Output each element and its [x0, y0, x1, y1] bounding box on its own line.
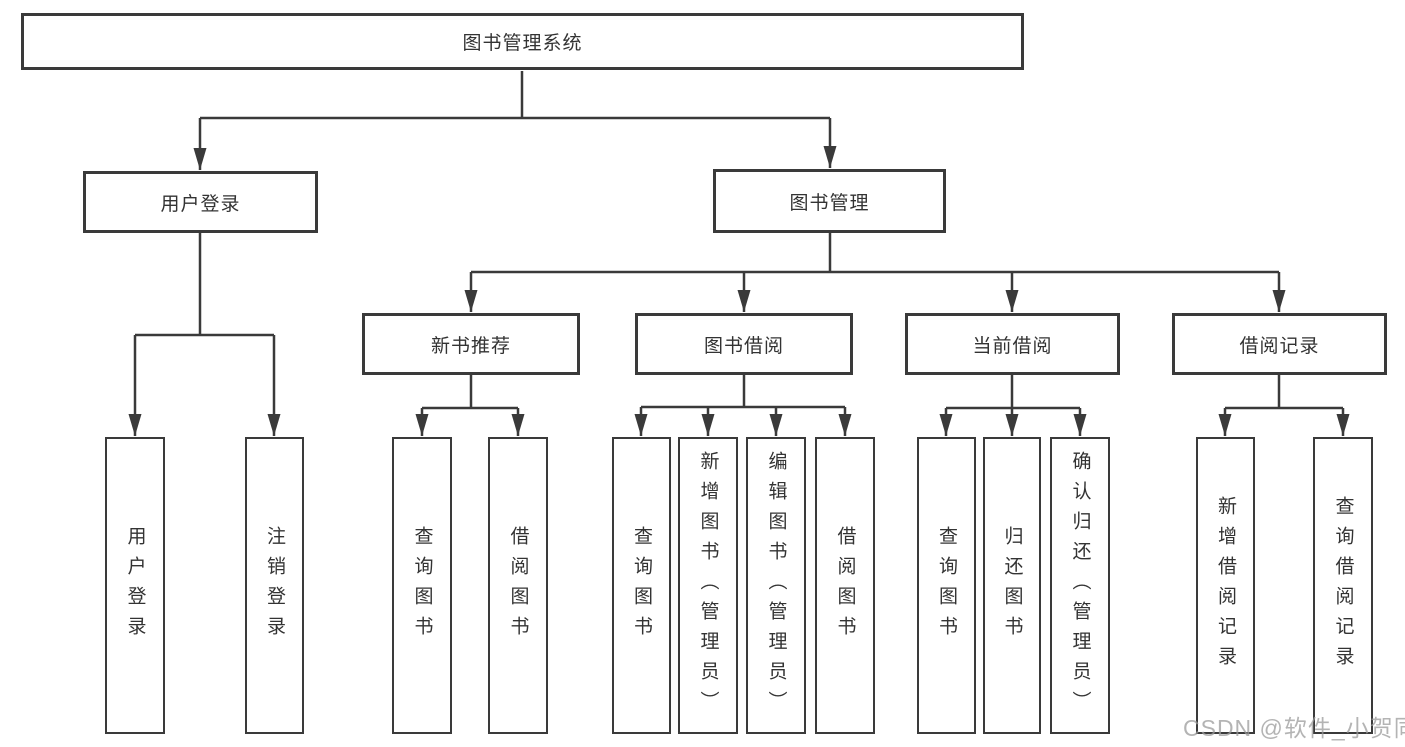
node-leaf-return-books: 归还图书: [983, 437, 1041, 734]
node-label: 用户登录: [160, 193, 241, 215]
node-label: 查询图书: [411, 525, 433, 646]
node-current-borrowing: 当前借阅: [905, 313, 1120, 375]
node-book-borrowing: 图书借阅: [635, 313, 853, 375]
node-leaf-query-books-recommend: 查询图书: [392, 437, 452, 734]
node-label: 查询图书: [631, 525, 652, 646]
node-leaf-add-books-admin: 新增图书（管理员）: [678, 437, 738, 734]
node-label: 查询借阅记录: [1332, 495, 1354, 676]
node-leaf-user-login: 用户登录: [105, 437, 165, 734]
node-leaf-add-borrow-record: 新增借阅记录: [1196, 437, 1255, 734]
node-leaf-query-books-borrow: 查询图书: [612, 437, 671, 734]
node-label: 确认归还（管理员）: [1069, 450, 1091, 721]
node-leaf-confirm-return-admin: 确认归还（管理员）: [1050, 437, 1110, 734]
node-label: 新增图书（管理员）: [697, 450, 719, 721]
node-label: 图书借阅: [703, 335, 784, 357]
node-label: 当前借阅: [972, 335, 1053, 357]
node-book-management: 图书管理: [713, 169, 946, 233]
node-label: 归还图书: [1001, 525, 1023, 646]
node-leaf-borrow-books-recommend: 借阅图书: [488, 437, 548, 734]
node-label: 新增借阅记录: [1215, 495, 1236, 676]
node-leaf-query-borrow-record: 查询借阅记录: [1313, 437, 1373, 734]
csdn-watermark: CSDN @软件_小贺同学: [1183, 715, 1405, 741]
node-leaf-edit-books-admin: 编辑图书（管理员）: [746, 437, 806, 734]
node-label: 图书管理: [789, 192, 870, 214]
node-leaf-logout: 注销登录: [245, 437, 304, 734]
node-leaf-borrow-books: 借阅图书: [815, 437, 875, 734]
node-label: 借阅图书: [507, 525, 529, 646]
node-label: 借阅图书: [834, 525, 856, 646]
node-leaf-query-books-current: 查询图书: [917, 437, 976, 734]
node-label: 查询图书: [936, 525, 957, 646]
node-library-management-system: 图书管理系统: [21, 13, 1024, 70]
node-label: 新书推荐: [430, 335, 511, 357]
node-label: 注销登录: [264, 525, 285, 646]
node-borrow-records: 借阅记录: [1172, 313, 1387, 375]
node-user-login: 用户登录: [83, 171, 318, 233]
node-label: 图书管理系统: [462, 33, 583, 54]
node-label: 编辑图书（管理员）: [765, 450, 787, 721]
node-label: 借阅记录: [1239, 335, 1320, 357]
node-label: 用户登录: [124, 525, 146, 646]
node-new-book-recommend: 新书推荐: [362, 313, 580, 375]
